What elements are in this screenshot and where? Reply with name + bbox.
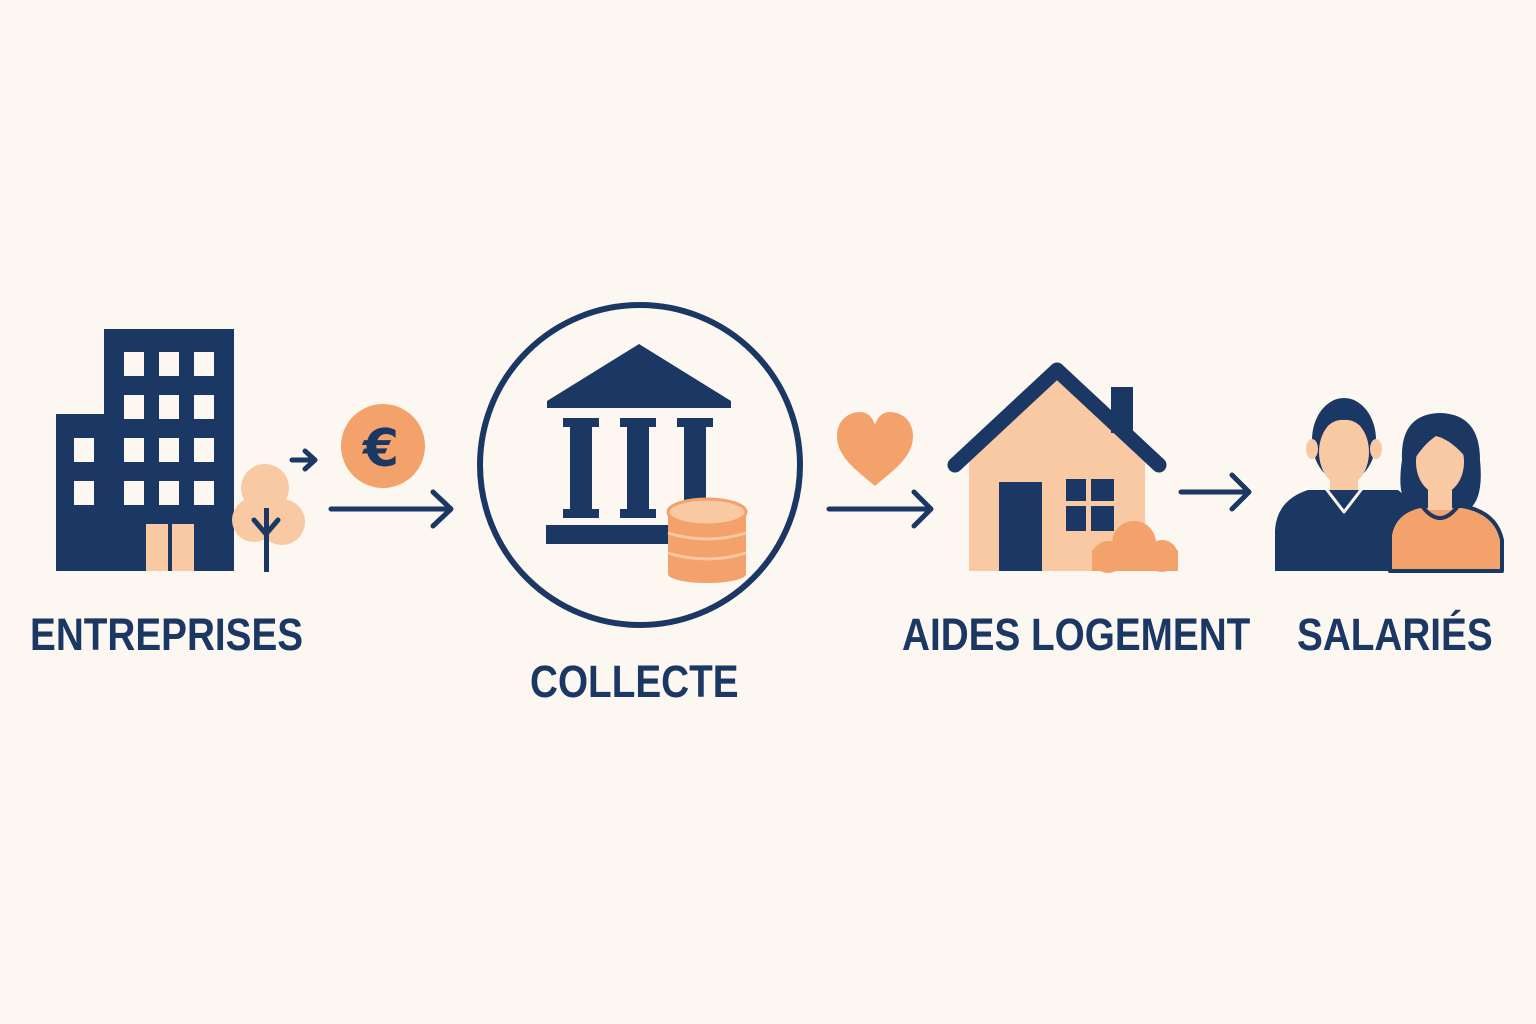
bush-icon	[1092, 521, 1178, 573]
euro-symbol: €	[362, 419, 399, 479]
arrow-to-house-icon	[826, 489, 934, 529]
heart-icon	[837, 412, 913, 486]
arrow-to-salaries-icon	[1178, 472, 1252, 512]
woman-icon	[1388, 413, 1504, 573]
step-label-salaries: SALARIÉS	[1297, 609, 1493, 660]
step-label-entreprises: ENTREPRISES	[30, 609, 304, 660]
man-icon	[1275, 398, 1414, 571]
office-building-icon	[56, 329, 234, 571]
employees-couple-icon	[1275, 398, 1504, 573]
step-label-aides-logement: AIDES LOGEMENT	[902, 609, 1251, 660]
small-arrow-icon	[289, 448, 318, 472]
tree-icon	[232, 464, 305, 572]
euro-coin-icon: €	[341, 404, 425, 488]
step-label-collecte: COLLECTE	[530, 656, 739, 707]
coin-stack-icon	[666, 497, 748, 583]
arrow-to-collecte-icon	[328, 489, 454, 529]
bank-coins-icon	[477, 302, 803, 628]
house-icon	[947, 362, 1178, 573]
